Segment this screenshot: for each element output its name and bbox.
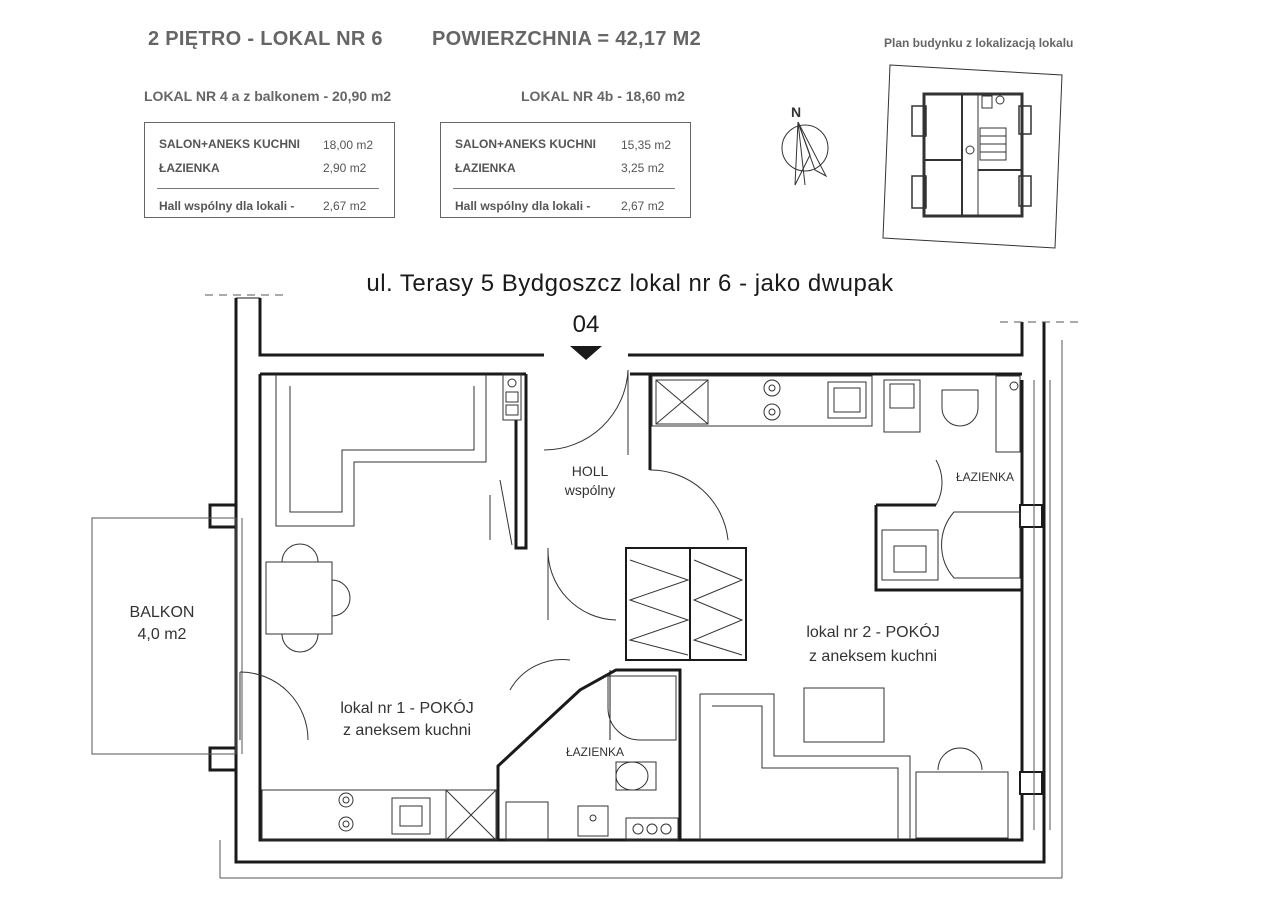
fixtures bbox=[261, 373, 1021, 841]
unit-4b-footer-value: 2,67 m2 bbox=[621, 199, 665, 213]
unit-4a-row-label: SALON+ANEKS KUCHNI bbox=[159, 137, 301, 151]
hall-label: HOLL bbox=[571, 463, 609, 479]
unit-4a-row-value: 2,90 m2 bbox=[323, 161, 367, 175]
balcony-area: 4,0 m2 bbox=[137, 626, 187, 643]
bathroom-left-label: ŁAZIENKA bbox=[565, 745, 625, 759]
walls bbox=[208, 297, 1046, 864]
unit-4b-table: SALON+ANEKS KUCHNI 15,35 m2 ŁAZIENKA 3,2… bbox=[440, 122, 691, 218]
unit-2-label: z aneksem kuchni bbox=[808, 648, 938, 665]
bathroom-right-label: ŁAZIENKA bbox=[955, 470, 1015, 484]
unit-1-label: z aneksem kuchni bbox=[342, 722, 472, 739]
entrance-arrow-icon bbox=[570, 346, 602, 360]
floor-unit-title: 2 PIĘTRO - LOKAL NR 6 bbox=[148, 28, 383, 50]
area-title: POWIERZCHNIA = 42,17 M2 bbox=[432, 28, 701, 50]
unit-4a-row-label: ŁAZIENKA bbox=[159, 161, 220, 175]
unit-1-label: lokal nr 1 - POKÓJ bbox=[340, 700, 474, 717]
unit-4b-row-label: SALON+ANEKS KUCHNI bbox=[455, 137, 597, 151]
unit-4a-footer-label: Hall wspólny dla lokali - bbox=[159, 199, 295, 213]
door-swings bbox=[239, 369, 943, 741]
compass-north-label: N bbox=[790, 104, 802, 120]
unit-4b-footer-label: Hall wspólny dla lokali - bbox=[455, 199, 591, 213]
outline-lines bbox=[91, 294, 1080, 879]
hall-label: wspólny bbox=[564, 482, 616, 498]
unit-4a-footer-value: 2,67 m2 bbox=[323, 199, 367, 213]
unit-2-label: lokal nr 2 - POKÓJ bbox=[806, 624, 940, 641]
unit-4b-title: LOKAL NR 4b - 18,60 m2 bbox=[521, 88, 685, 104]
unit-4a-row-value: 18,00 m2 bbox=[323, 138, 374, 152]
compass-north-icon bbox=[781, 121, 829, 186]
table-divider bbox=[453, 188, 675, 189]
unit-4a-table: SALON+ANEKS KUCHNI 18,00 m2 ŁAZIENKA 2,9… bbox=[144, 122, 395, 218]
address-title: ul. Terasy 5 Bydgoszcz lokal nr 6 - jako… bbox=[366, 270, 894, 297]
entrance-number: 04 bbox=[572, 311, 600, 338]
unit-4b-row-value: 3,25 m2 bbox=[621, 161, 665, 175]
building-plan-caption: Plan budynku z lokalizacją lokalu bbox=[884, 36, 1074, 50]
balcony-label: BALKON bbox=[129, 604, 195, 621]
unit-4a-title: LOKAL NR 4 a z balkonem - 20,90 m2 bbox=[144, 88, 392, 104]
table-divider bbox=[157, 188, 379, 189]
building-key-plan bbox=[882, 64, 1063, 249]
unit-4b-row-value: 15,35 m2 bbox=[621, 138, 672, 152]
unit-4b-row-label: ŁAZIENKA bbox=[455, 161, 516, 175]
